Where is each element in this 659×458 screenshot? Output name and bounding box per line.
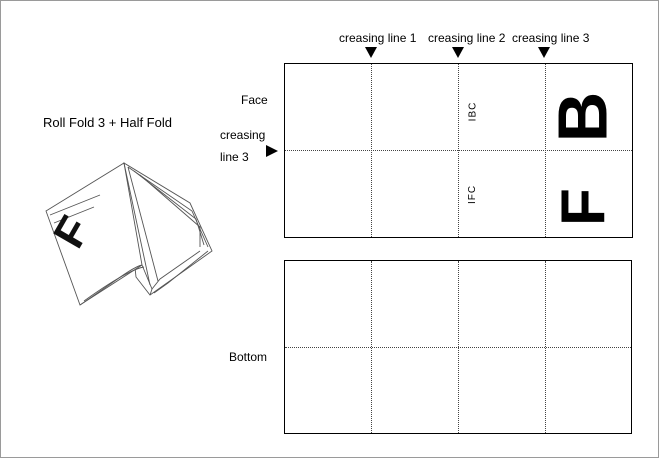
bottom-sheet [284,260,632,434]
bottom-label: Bottom [229,350,268,364]
front-cover-letter: F [548,188,618,226]
creasing-line-2-label: creasing line 2 [428,31,506,45]
creasing-line-3-label: creasing line 3 [512,31,590,45]
side-creasing-label: creasing [220,128,266,142]
ifc-label: IFC [467,184,479,205]
creasing-line-1-label: creasing line 1 [339,31,417,45]
folded-brochure-illustration: F [44,162,213,306]
side-creasing-arrow-icon [266,145,278,157]
side-line-3-label: line 3 [220,150,249,164]
creasing-line-3-arrow-icon [538,47,550,58]
back-cover-letter: B [543,91,622,143]
bottom-half-fold-line [285,347,631,348]
face-half-fold-line [285,150,632,151]
ibc-label: IBC [467,101,479,122]
face-sheet: IBC IFC B F [284,63,633,238]
face-label: Face [241,93,268,107]
creasing-line-1-arrow-icon [365,47,377,58]
diagram-title: Roll Fold 3 + Half Fold [43,115,172,130]
creasing-line-2-arrow-icon [452,47,464,58]
